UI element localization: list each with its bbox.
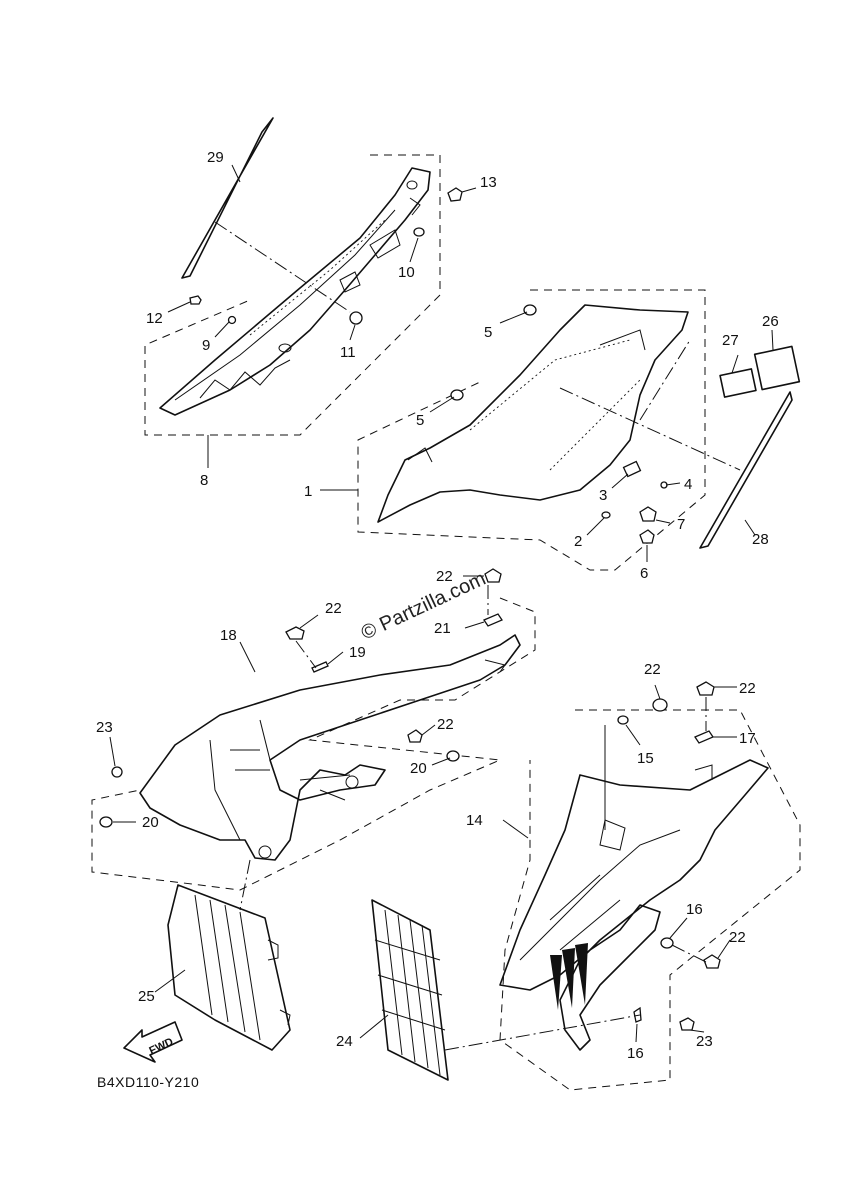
washer-9 (227, 315, 237, 325)
right-shroud-panel (499, 759, 769, 1051)
claw-logo (550, 943, 588, 1010)
callout-10: 10 (398, 264, 415, 281)
callout-23b: 23 (696, 1033, 713, 1050)
diagram-code: B4XD110-Y210 (97, 1074, 199, 1090)
callout-16a: 16 (686, 901, 703, 918)
bolt-6 (639, 529, 655, 544)
grommet-22d (652, 698, 668, 712)
callout-5a: 5 (484, 324, 492, 341)
callout-19: 19 (349, 644, 366, 661)
bolt-22a (484, 568, 502, 583)
callout-3: 3 (599, 487, 607, 504)
side-cover-panel (377, 304, 689, 523)
callout-8: 8 (200, 472, 208, 489)
callout-29: 29 (207, 149, 224, 166)
decal-29 (181, 117, 274, 279)
right-shroud-assembly (499, 681, 801, 1091)
callout-18: 18 (220, 627, 237, 644)
callout-7: 7 (677, 516, 685, 533)
side-cover-assembly (320, 289, 801, 571)
callout-2: 2 (574, 533, 582, 550)
bolt-12 (189, 295, 202, 305)
air-scoop-panel (159, 167, 431, 416)
callout-20a: 20 (410, 760, 427, 777)
fwd-label: FWD (147, 1036, 175, 1057)
bolt-22b (285, 626, 305, 640)
fwd-arrow-icon: FWD (123, 1021, 183, 1063)
callout-25: 25 (138, 988, 155, 1005)
callout-17: 17 (739, 730, 756, 747)
callout-20b: 20 (142, 814, 159, 831)
clip-21 (483, 613, 503, 627)
decal-28 (699, 391, 793, 549)
callout-14: 14 (466, 812, 483, 829)
callout-16b: 16 (627, 1045, 644, 1062)
callout-22b: 22 (325, 600, 342, 617)
washer-15 (617, 715, 629, 725)
grommet-5a (523, 304, 537, 316)
decal-26 (753, 345, 801, 391)
callout-labels: 29 13 12 9 11 10 8 5 5 1 3 4 2 7 6 27 26… (96, 149, 779, 1062)
callout-22f: 22 (729, 929, 746, 946)
callout-23a: 23 (96, 719, 113, 736)
grommet-11 (349, 311, 363, 325)
callout-15: 15 (637, 750, 654, 767)
callout-22c: 22 (437, 716, 454, 733)
grommet-5b (450, 389, 464, 401)
washer-16a (660, 937, 674, 949)
watermark-text: © Partzilla.com (358, 568, 489, 645)
decal-27 (719, 368, 757, 398)
bolt-22c (407, 729, 423, 743)
washer-2 (601, 511, 611, 519)
radiator-guard-24 (239, 859, 641, 1081)
callout-11: 11 (340, 344, 356, 361)
bolt-22e (696, 681, 715, 696)
left-shroud-panel (139, 634, 521, 861)
callout-5b: 5 (416, 412, 424, 429)
radiator-guard-25 (154, 884, 291, 1051)
callout-12: 12 (146, 310, 163, 327)
callout-22a: 22 (436, 568, 453, 585)
callout-21: 21 (434, 620, 451, 637)
callout-28: 28 (752, 531, 769, 548)
left-shroud-assembly (91, 568, 536, 891)
collar-10 (413, 227, 425, 237)
bolt-7 (639, 506, 657, 522)
clip-17 (694, 730, 714, 744)
callout-22e: 22 (739, 680, 756, 697)
air-scoop-assembly (144, 117, 477, 468)
callout-9: 9 (202, 337, 210, 354)
callout-4: 4 (684, 476, 692, 493)
grommet-20b (99, 816, 113, 828)
nut-23a (111, 766, 123, 778)
callout-22d: 22 (644, 661, 661, 678)
bolt-13 (447, 187, 463, 202)
bolt-23b (679, 1017, 695, 1031)
callout-27: 27 (722, 332, 739, 349)
clip-19 (311, 661, 329, 673)
grommet-20a (446, 750, 460, 762)
callout-26: 26 (762, 313, 779, 330)
callout-1: 1 (304, 483, 312, 500)
callout-6: 6 (640, 565, 648, 582)
callout-13: 13 (480, 174, 497, 191)
bolt-22f (703, 954, 721, 969)
callout-24: 24 (336, 1033, 353, 1050)
clip-3 (622, 460, 642, 478)
